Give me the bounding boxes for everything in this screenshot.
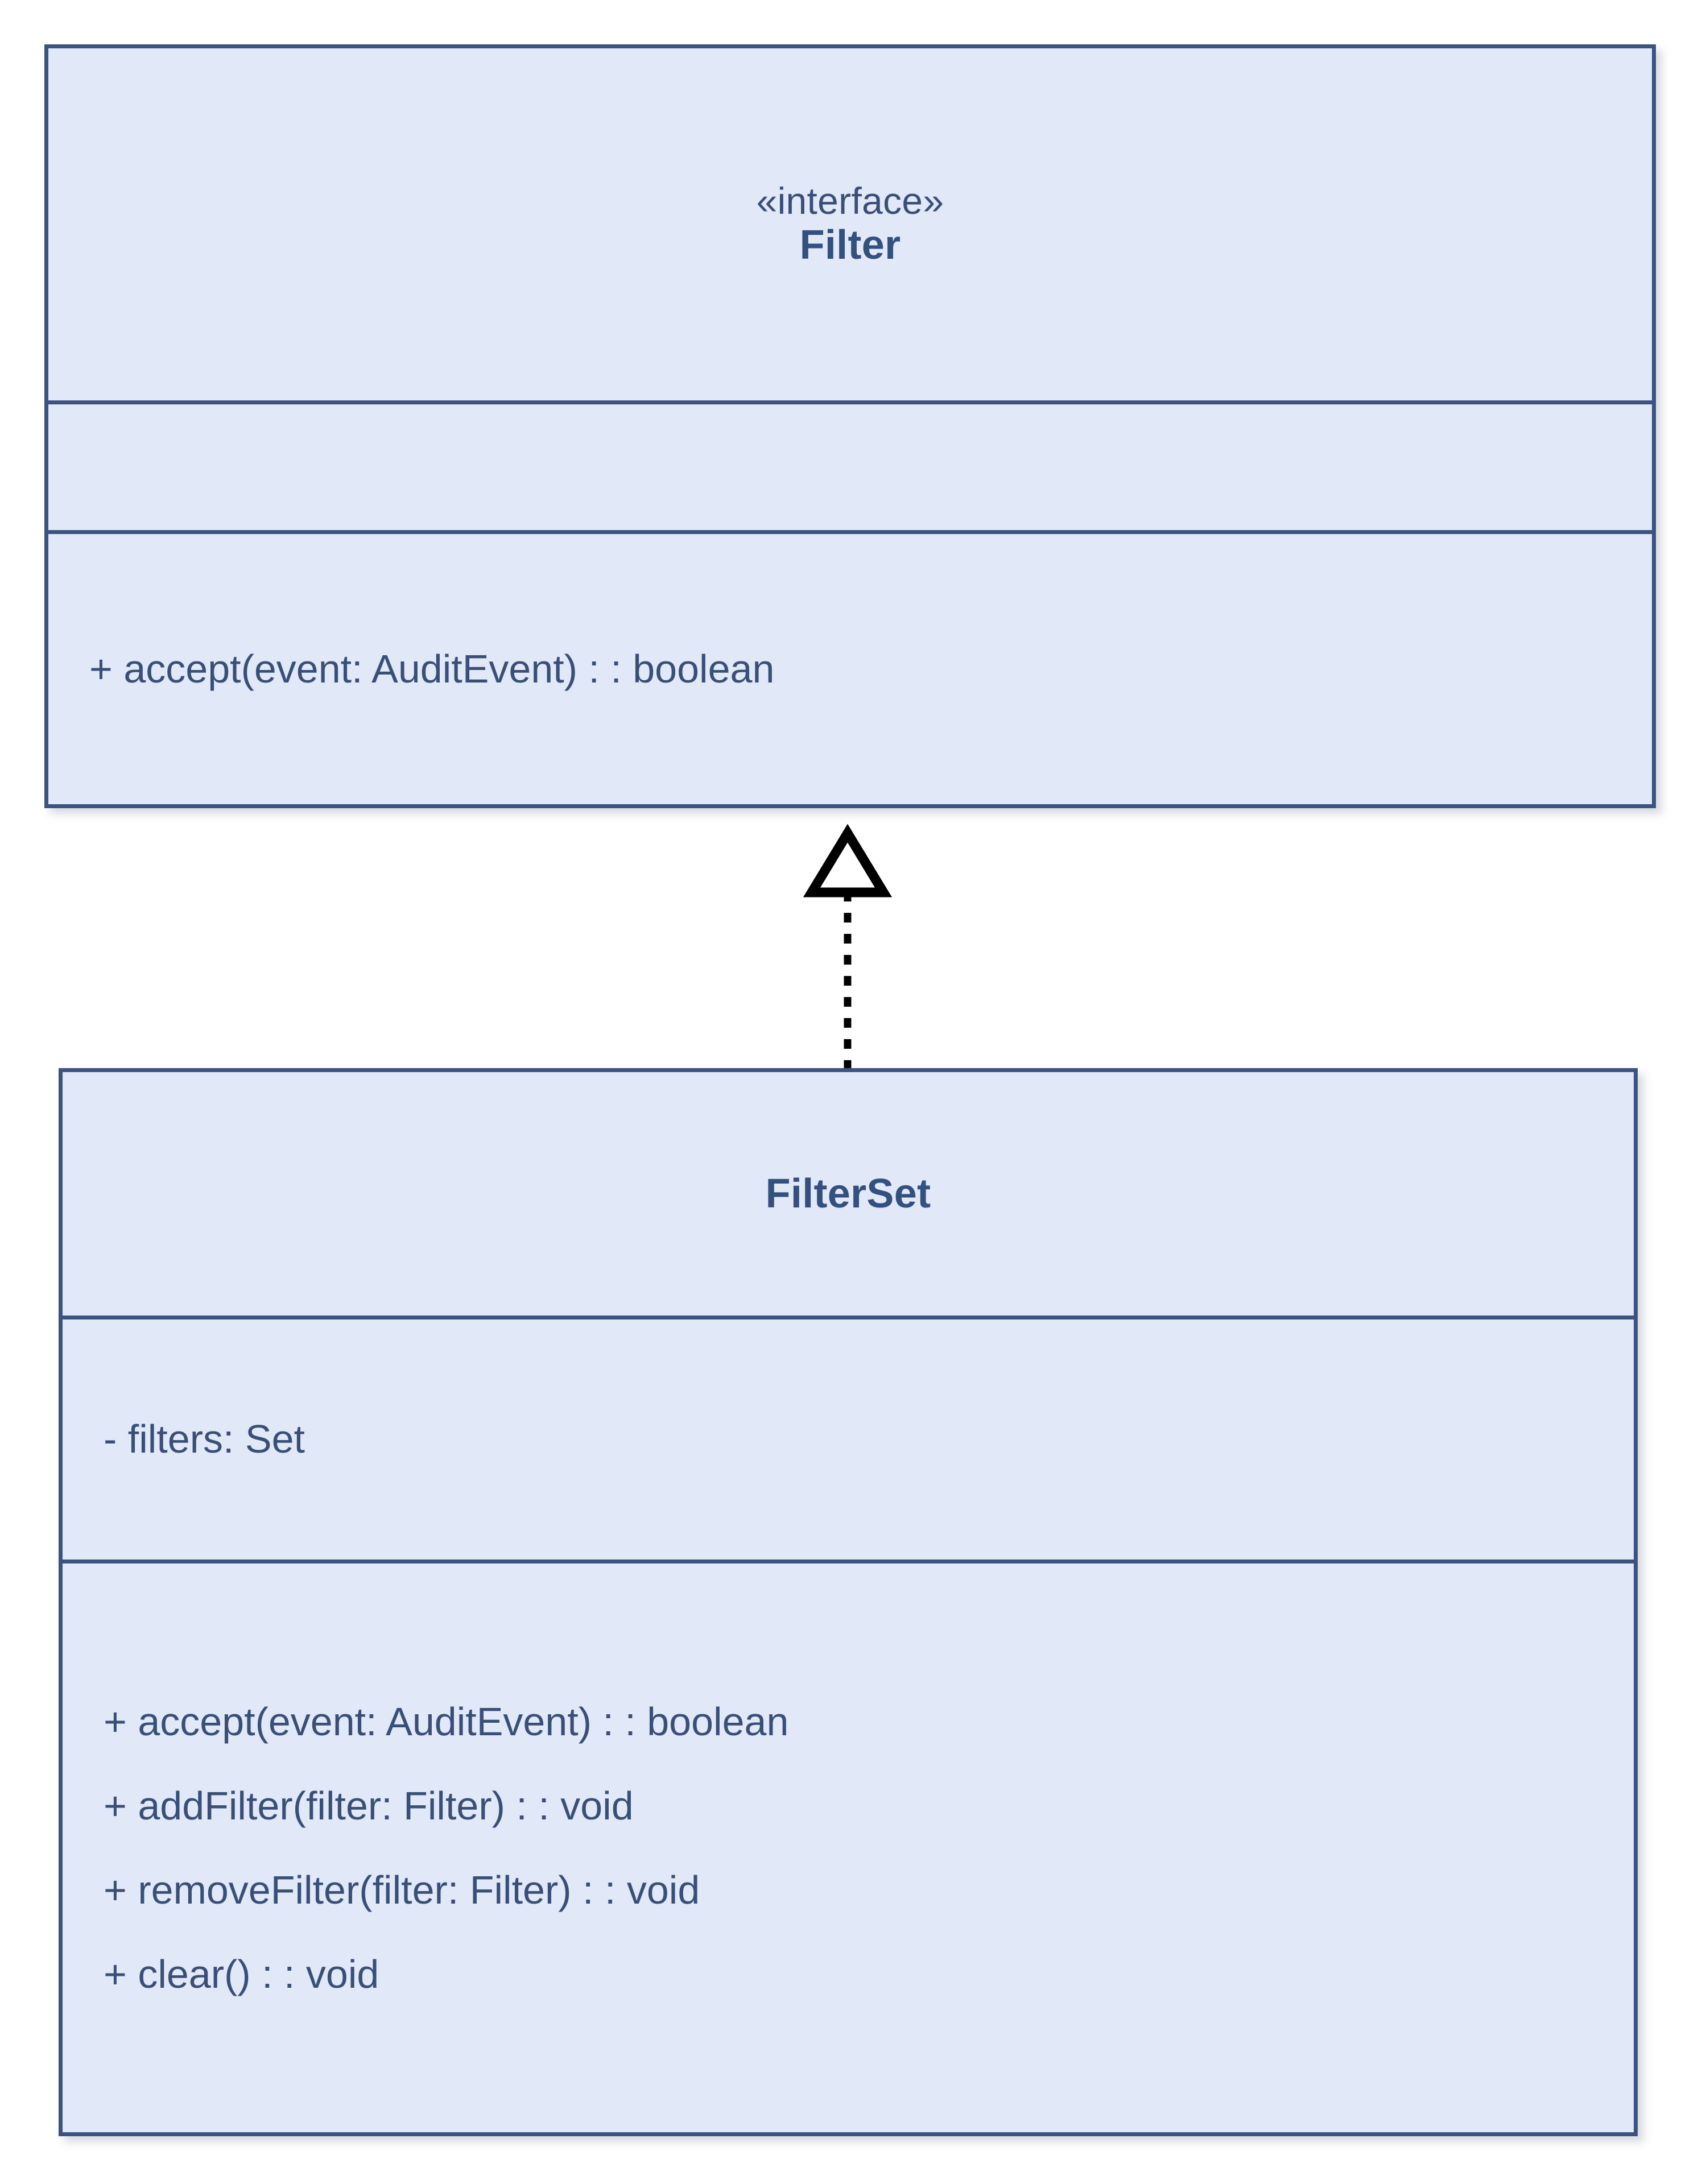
class-name: FilterSet — [765, 1170, 931, 1217]
class-operations-filter: + accept(event: AuditEvent) : : boolean — [48, 530, 1652, 804]
class-name: Filter — [799, 222, 901, 268]
class-header-filterset: FilterSet — [63, 1072, 1634, 1316]
class-operation: + accept(event: AuditEvent) : : boolean — [89, 646, 775, 691]
uml-class-filter[interactable]: «interface» Filter + accept(event: Audit… — [44, 44, 1656, 808]
class-operation: + clear() : : void — [104, 1952, 379, 1996]
class-stereotype: «interface» — [756, 180, 944, 222]
class-attributes-filterset: - filters: Set — [63, 1316, 1634, 1560]
class-operations-filterset: + accept(event: AuditEvent) : : boolean … — [63, 1560, 1634, 2132]
class-operation: + accept(event: AuditEvent) : : boolean — [104, 1699, 789, 1744]
class-attributes-filter — [48, 400, 1652, 530]
class-operation: + removeFilter(filter: Filter) : : void — [104, 1868, 700, 1912]
class-attribute: - filters: Set — [104, 1417, 305, 1462]
realization-connector-filterset-to-filter — [803, 824, 893, 1070]
uml-class-filterset[interactable]: FilterSet - filters: Set + accept(event:… — [59, 1068, 1638, 2136]
class-operation: + addFilter(filter: Filter) : : void — [104, 1784, 634, 1828]
class-header-filter: «interface» Filter — [48, 48, 1652, 400]
realization-hollow-triangle-arrowhead — [803, 824, 893, 897]
